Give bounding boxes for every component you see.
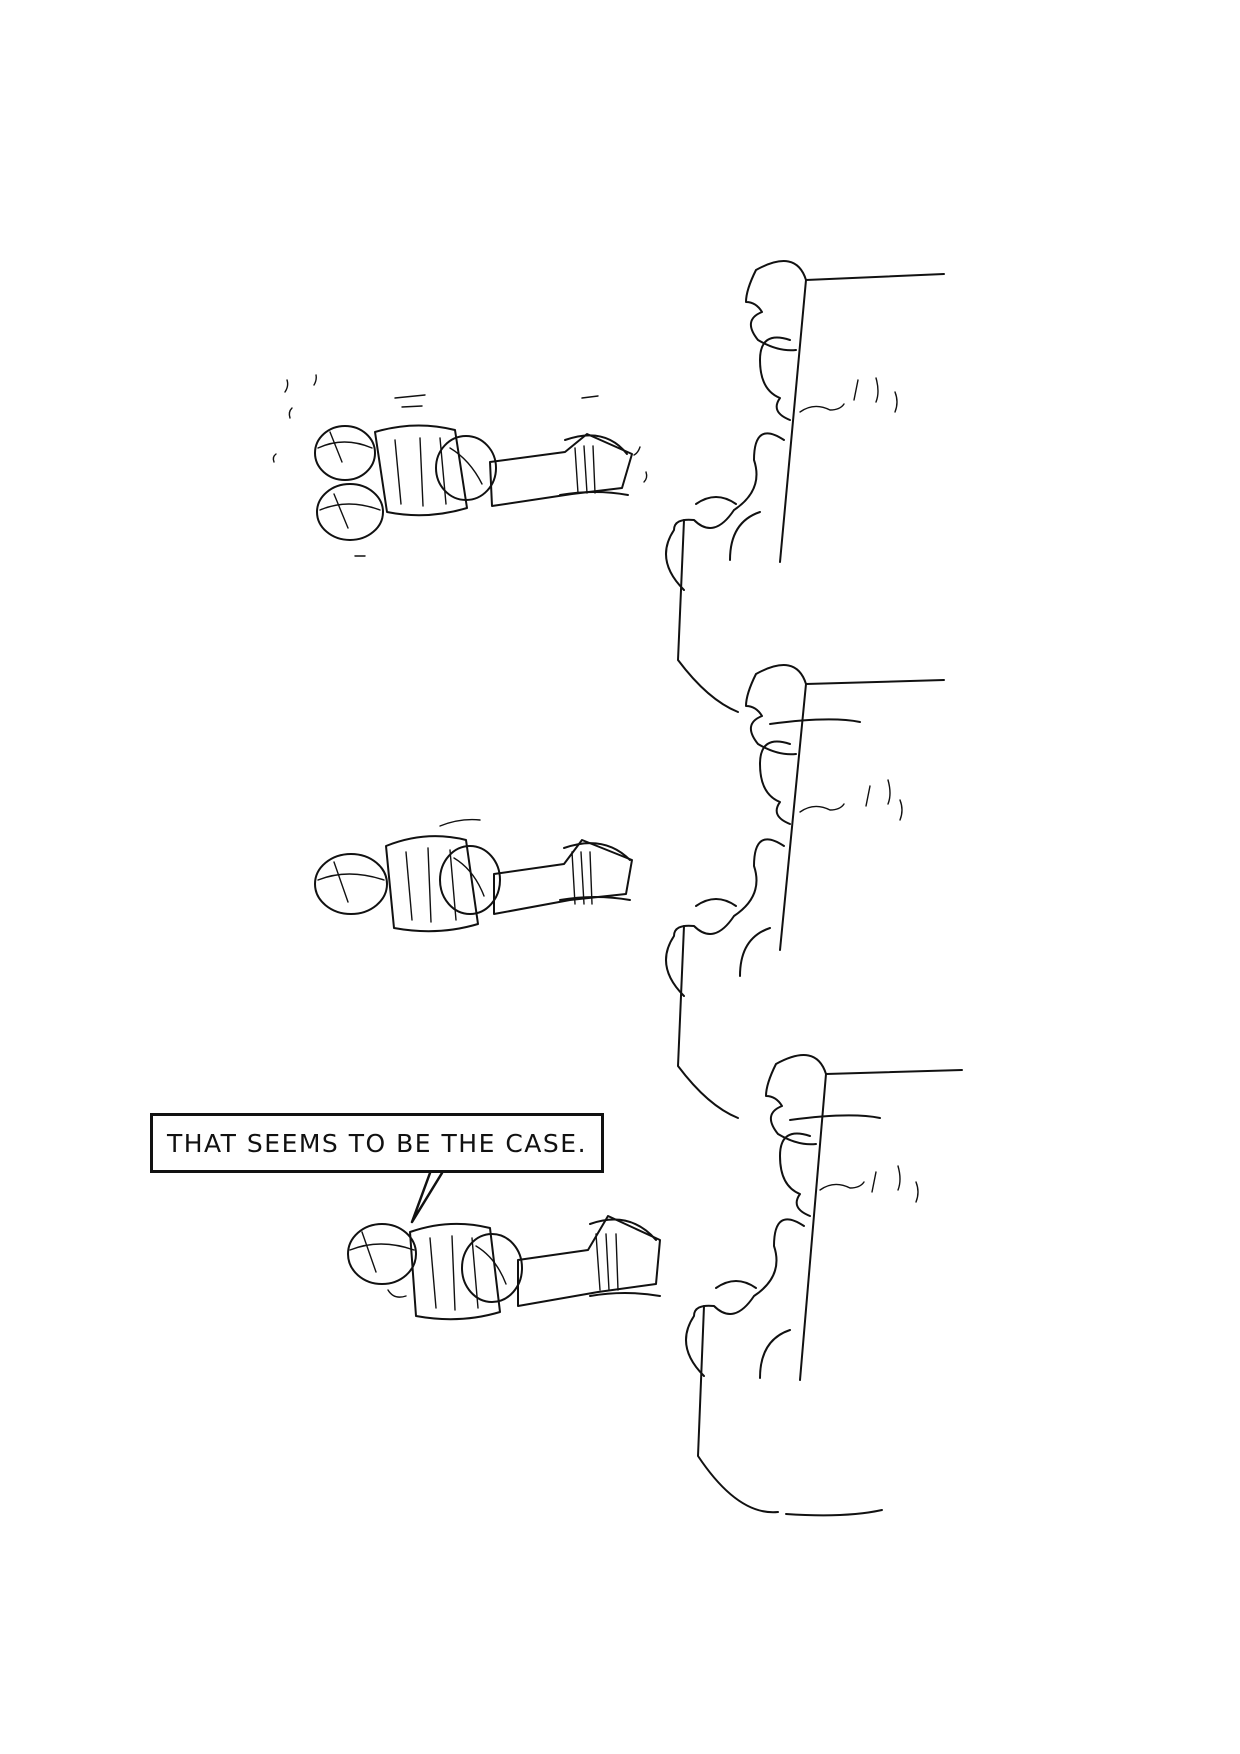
small-character-panel-3 xyxy=(347,1215,661,1321)
speech-box: THAT SEEMS TO BE THE CASE. xyxy=(150,1113,604,1173)
large-character-panel-3 xyxy=(685,1054,963,1517)
small-character-panel-1 xyxy=(272,374,648,557)
large-character-panel-2 xyxy=(665,664,945,1119)
small-character-panel-2 xyxy=(314,818,633,933)
speech-tail xyxy=(410,1171,444,1224)
speech-text: THAT SEEMS TO BE THE CASE. xyxy=(166,1128,588,1158)
large-character-panel-1 xyxy=(665,260,945,713)
